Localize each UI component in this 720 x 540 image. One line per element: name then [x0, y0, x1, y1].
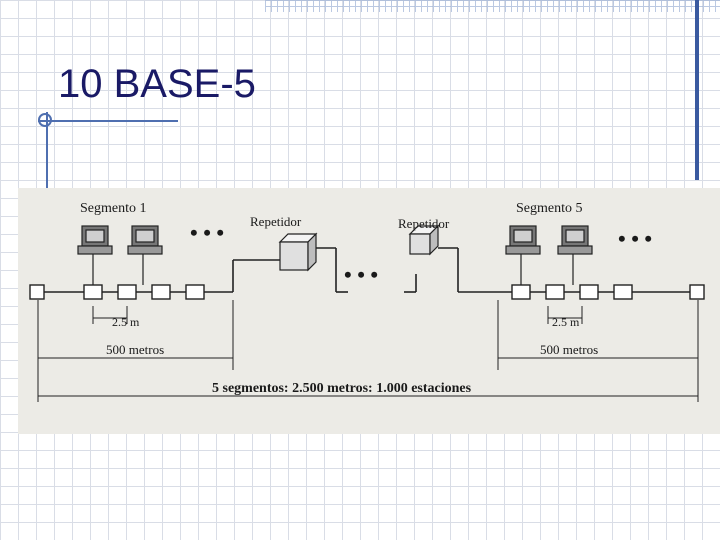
transceiver: [185, 284, 205, 300]
transceiver: [613, 284, 633, 300]
computer-icon: [77, 225, 113, 255]
transceiver: [83, 284, 103, 300]
decorative-vertical-rule: [46, 112, 48, 192]
terminator-right: [689, 284, 705, 300]
transceiver: [579, 284, 599, 300]
spacing-left-label: 2.5 m: [112, 315, 140, 329]
repeater-right-icon: [408, 224, 440, 256]
ellipsis-center: • • •: [344, 262, 378, 287]
length-right-label: 500 metros: [540, 342, 598, 357]
computer-icon: [557, 225, 593, 255]
decorative-top-band: [265, 0, 720, 12]
transceiver: [151, 284, 171, 300]
slide-title: 10 BASE-5: [58, 62, 256, 106]
transceiver: [511, 284, 531, 300]
title-underline: [38, 120, 178, 122]
repeater-left-icon: [278, 232, 318, 272]
segment-right-label: Segmento 5: [516, 201, 583, 216]
computer-icon: [505, 225, 541, 255]
spacing-right-label: 2.5 m: [552, 315, 580, 329]
computer-icon: [127, 225, 163, 255]
diagram-canvas: • • • • • • • • • Segmento 1 Segmento 5 …: [29, 201, 705, 402]
ellipsis-right: • • •: [618, 226, 652, 251]
crosshair-icon: [38, 113, 52, 127]
length-left-label: 500 metros: [106, 342, 164, 357]
terminator-left: [29, 284, 45, 300]
repeater-left-label: Repetidor: [250, 214, 302, 229]
repeater-right-label: Repetidor: [398, 216, 450, 231]
ellipsis-left: • • •: [190, 220, 224, 245]
segment-left-label: Segmento 1: [80, 201, 147, 216]
transceiver: [117, 284, 137, 300]
decorative-right-bar: [695, 0, 699, 180]
summary-label: 5 segmentos: 2.500 metros: 1.000 estacio…: [212, 381, 472, 396]
network-diagram: • • • • • • • • • Segmento 1 Segmento 5 …: [18, 188, 720, 434]
transceiver: [545, 284, 565, 300]
